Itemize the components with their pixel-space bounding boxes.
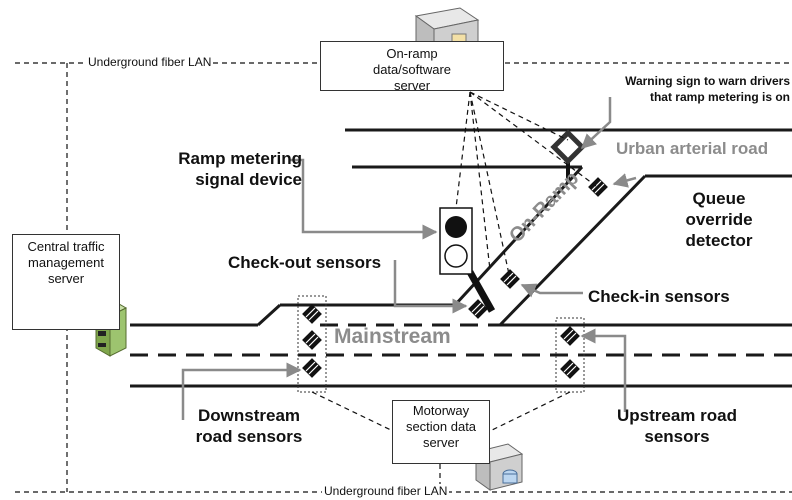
checkin-sensors-label: Check-in sensors [588, 287, 730, 306]
downstream-sensors-label: Downstream road sensors [195, 406, 303, 446]
motorway-server-box: Motorway section data server [392, 400, 490, 464]
sensor-icon [301, 329, 323, 351]
upstream-sensors-label: Upstream road sensors [617, 406, 737, 446]
warning-sign-icon [550, 129, 586, 182]
checkout-sensors-label: Check-out sensors [228, 253, 382, 272]
onramp-server-label: On-ramp data/software server [372, 46, 452, 93]
annotation-arrows [181, 97, 637, 420]
mainstream-label: Mainstream [334, 325, 451, 348]
communication-links [311, 91, 597, 433]
queue-override-label: Queue override detector [685, 189, 753, 250]
lan-label-bottom: Underground fiber LAN [322, 484, 450, 498]
central-server-box: Central traffic management server [12, 234, 120, 330]
sensor-icon [559, 358, 581, 380]
motorway-server-label: Motorway section data server [405, 403, 477, 450]
sensor-icon [301, 357, 323, 379]
warning-sign-label: Warning sign to warn drivers that ramp m… [625, 74, 790, 104]
mainstream-road [130, 303, 792, 388]
ramp-signal-label: Ramp metering signal device [178, 149, 302, 189]
sensor-icon [587, 176, 609, 198]
ramp-stop-bar [466, 270, 496, 313]
traffic-signal-icon [439, 207, 473, 275]
central-server-label: Central traffic management server [27, 239, 105, 286]
lan-label-top: Underground fiber LAN [86, 55, 214, 69]
sensor-icon [559, 325, 581, 347]
urban-arterial-label: Urban arterial road [616, 139, 769, 158]
sensor-icon [301, 303, 323, 325]
onramp-server-box: On-ramp data/software server [320, 41, 504, 93]
